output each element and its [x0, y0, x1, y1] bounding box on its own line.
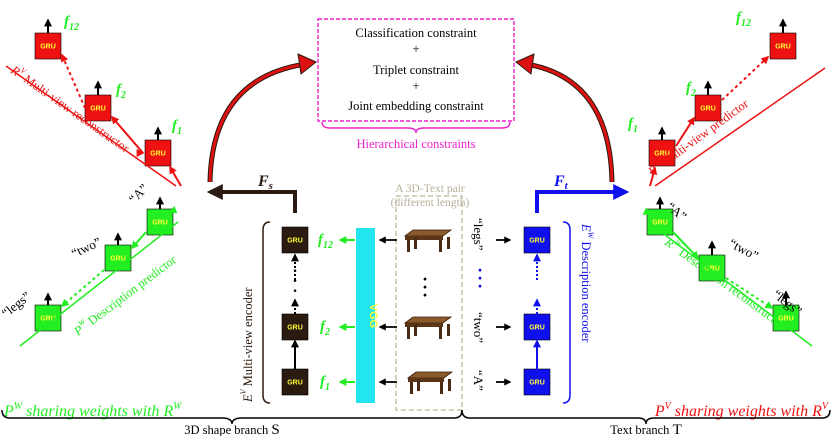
- rv-gru-cell: GRU: [84, 94, 112, 122]
- description-reconstructor: GRU GRU GRU RW Description reconstructor: [642, 196, 813, 347]
- plus-sign-2: +: [412, 79, 419, 93]
- pw-word-legs: “legs”: [0, 288, 34, 320]
- pw-word-two: “two”: [69, 234, 104, 261]
- gru-label: GRU: [529, 238, 545, 245]
- ft-arrow: [535, 184, 630, 213]
- pv-f1: f1: [628, 116, 638, 135]
- gru-label: GRU: [700, 106, 716, 113]
- word-two-input: “two”: [471, 312, 486, 343]
- pair-line1: A 3D-Text pair: [395, 183, 465, 195]
- right-sharing-text: PV sharing weights with RV: [654, 401, 830, 420]
- fs-label: Fs: [257, 173, 273, 192]
- gru-label: GRU: [778, 316, 794, 323]
- svg-text:·: ·: [292, 263, 297, 280]
- gru-label: GRU: [529, 380, 545, 387]
- gru-label: GRU: [287, 380, 303, 387]
- pair-line2: (different length): [391, 197, 470, 209]
- svg-text:·: ·: [292, 283, 297, 300]
- constraints-box: [317, 18, 515, 122]
- gru-label: GRU: [652, 220, 668, 227]
- feature-f2: f2: [320, 319, 330, 338]
- gru-label: GRU: [40, 316, 56, 323]
- description-encoder-bracket: [562, 221, 571, 404]
- pv-f2: f2: [686, 80, 696, 99]
- left-branch-brace: [1, 409, 463, 425]
- description-encoder-gru-cell: GRU: [523, 226, 551, 254]
- table-3d-view: [403, 316, 453, 339]
- description-encoder-gru-cell: GRU: [523, 368, 551, 396]
- gru-label: GRU: [110, 256, 126, 263]
- right-branch-label: Text branch T: [610, 422, 681, 436]
- feature-f1: f1: [320, 374, 330, 393]
- pv-f12: f12: [736, 10, 751, 29]
- left-sharing-text: PW sharing weights with RW: [3, 401, 183, 420]
- pair-box: [395, 195, 463, 411]
- pw-word-a: “A”: [126, 181, 152, 207]
- word-legs-input: “legs”: [471, 218, 486, 251]
- gru-label: GRU: [654, 151, 670, 158]
- right-branch-brace: [461, 409, 831, 425]
- curved-arrow-left-head: [297, 53, 317, 75]
- rv-f1: f1: [172, 118, 182, 137]
- rv-gru-cell: GRU: [144, 139, 172, 167]
- description-encoder-label: EW Description encoder: [579, 223, 595, 343]
- pv-gru-cell: GRU: [769, 32, 797, 60]
- gru-label: GRU: [152, 220, 168, 227]
- description-encoder-gru-cell: GRU: [523, 313, 551, 341]
- plus-sign-1: +: [412, 42, 419, 56]
- gru-label: GRU: [287, 238, 303, 245]
- word-a-input: “A”: [471, 370, 486, 391]
- table-3d-view: [406, 371, 454, 394]
- triplet-constraint-text: Triplet constraint: [373, 63, 460, 77]
- pv-gru-cell: GRU: [694, 94, 722, 122]
- gru-label: GRU: [40, 44, 56, 51]
- table-3d-view: [403, 229, 453, 252]
- gru-label: GRU: [287, 325, 303, 332]
- gru-label: GRU: [150, 151, 166, 158]
- rv-f2: f2: [116, 82, 126, 101]
- fs-arrow: [206, 184, 297, 213]
- gru-label: GRU: [529, 325, 545, 332]
- joint-embedding-constraint-text: Joint embedding constraint: [348, 99, 484, 113]
- classification-constraint-text: Classification constraint: [355, 26, 477, 40]
- hierarchical-constraints-group: Classification constraint + Triplet cons…: [317, 18, 515, 151]
- encoder-gru-cell: GRU: [281, 368, 309, 396]
- ft-label: Ft: [553, 173, 569, 192]
- gru-label: GRU: [90, 106, 106, 113]
- encoder-label: EV Multi-view encoder: [239, 287, 255, 403]
- rw-word-two: “two”: [727, 235, 762, 263]
- description-encoder: GRU GRU GRU EW Description encoder: [523, 221, 595, 404]
- pw-gru-cell: GRU: [34, 304, 62, 332]
- hierarchical-constraints-caption: Hierarchical constraints: [356, 137, 475, 151]
- vgg-label: VGG: [367, 304, 379, 328]
- vgg-bar: [356, 228, 375, 403]
- words-ellipsis: ···: [477, 260, 483, 296]
- svg-text:·: ·: [292, 273, 297, 290]
- rv-f12: f12: [64, 14, 79, 33]
- curved-arrow-right-head: [515, 53, 535, 75]
- encoder-gru-cell: GRU: [281, 226, 309, 254]
- left-branch-label: 3D shape branch S: [184, 422, 279, 436]
- tables-ellipsis: ···: [422, 269, 428, 305]
- pw-gru-cell: GRU: [146, 208, 174, 236]
- feature-f12: f12: [318, 232, 333, 251]
- rv-gru-cell: GRU: [34, 32, 62, 60]
- pw-gru-cell: GRU: [104, 244, 132, 272]
- rw-label: RW Description reconstructor: [661, 233, 789, 332]
- encoder-bracket: [262, 221, 271, 404]
- constraints-brace: [321, 121, 511, 134]
- gru-label: GRU: [775, 44, 791, 51]
- encoder-gru-cell: GRU: [281, 313, 309, 341]
- gru-label: GRU: [704, 266, 720, 273]
